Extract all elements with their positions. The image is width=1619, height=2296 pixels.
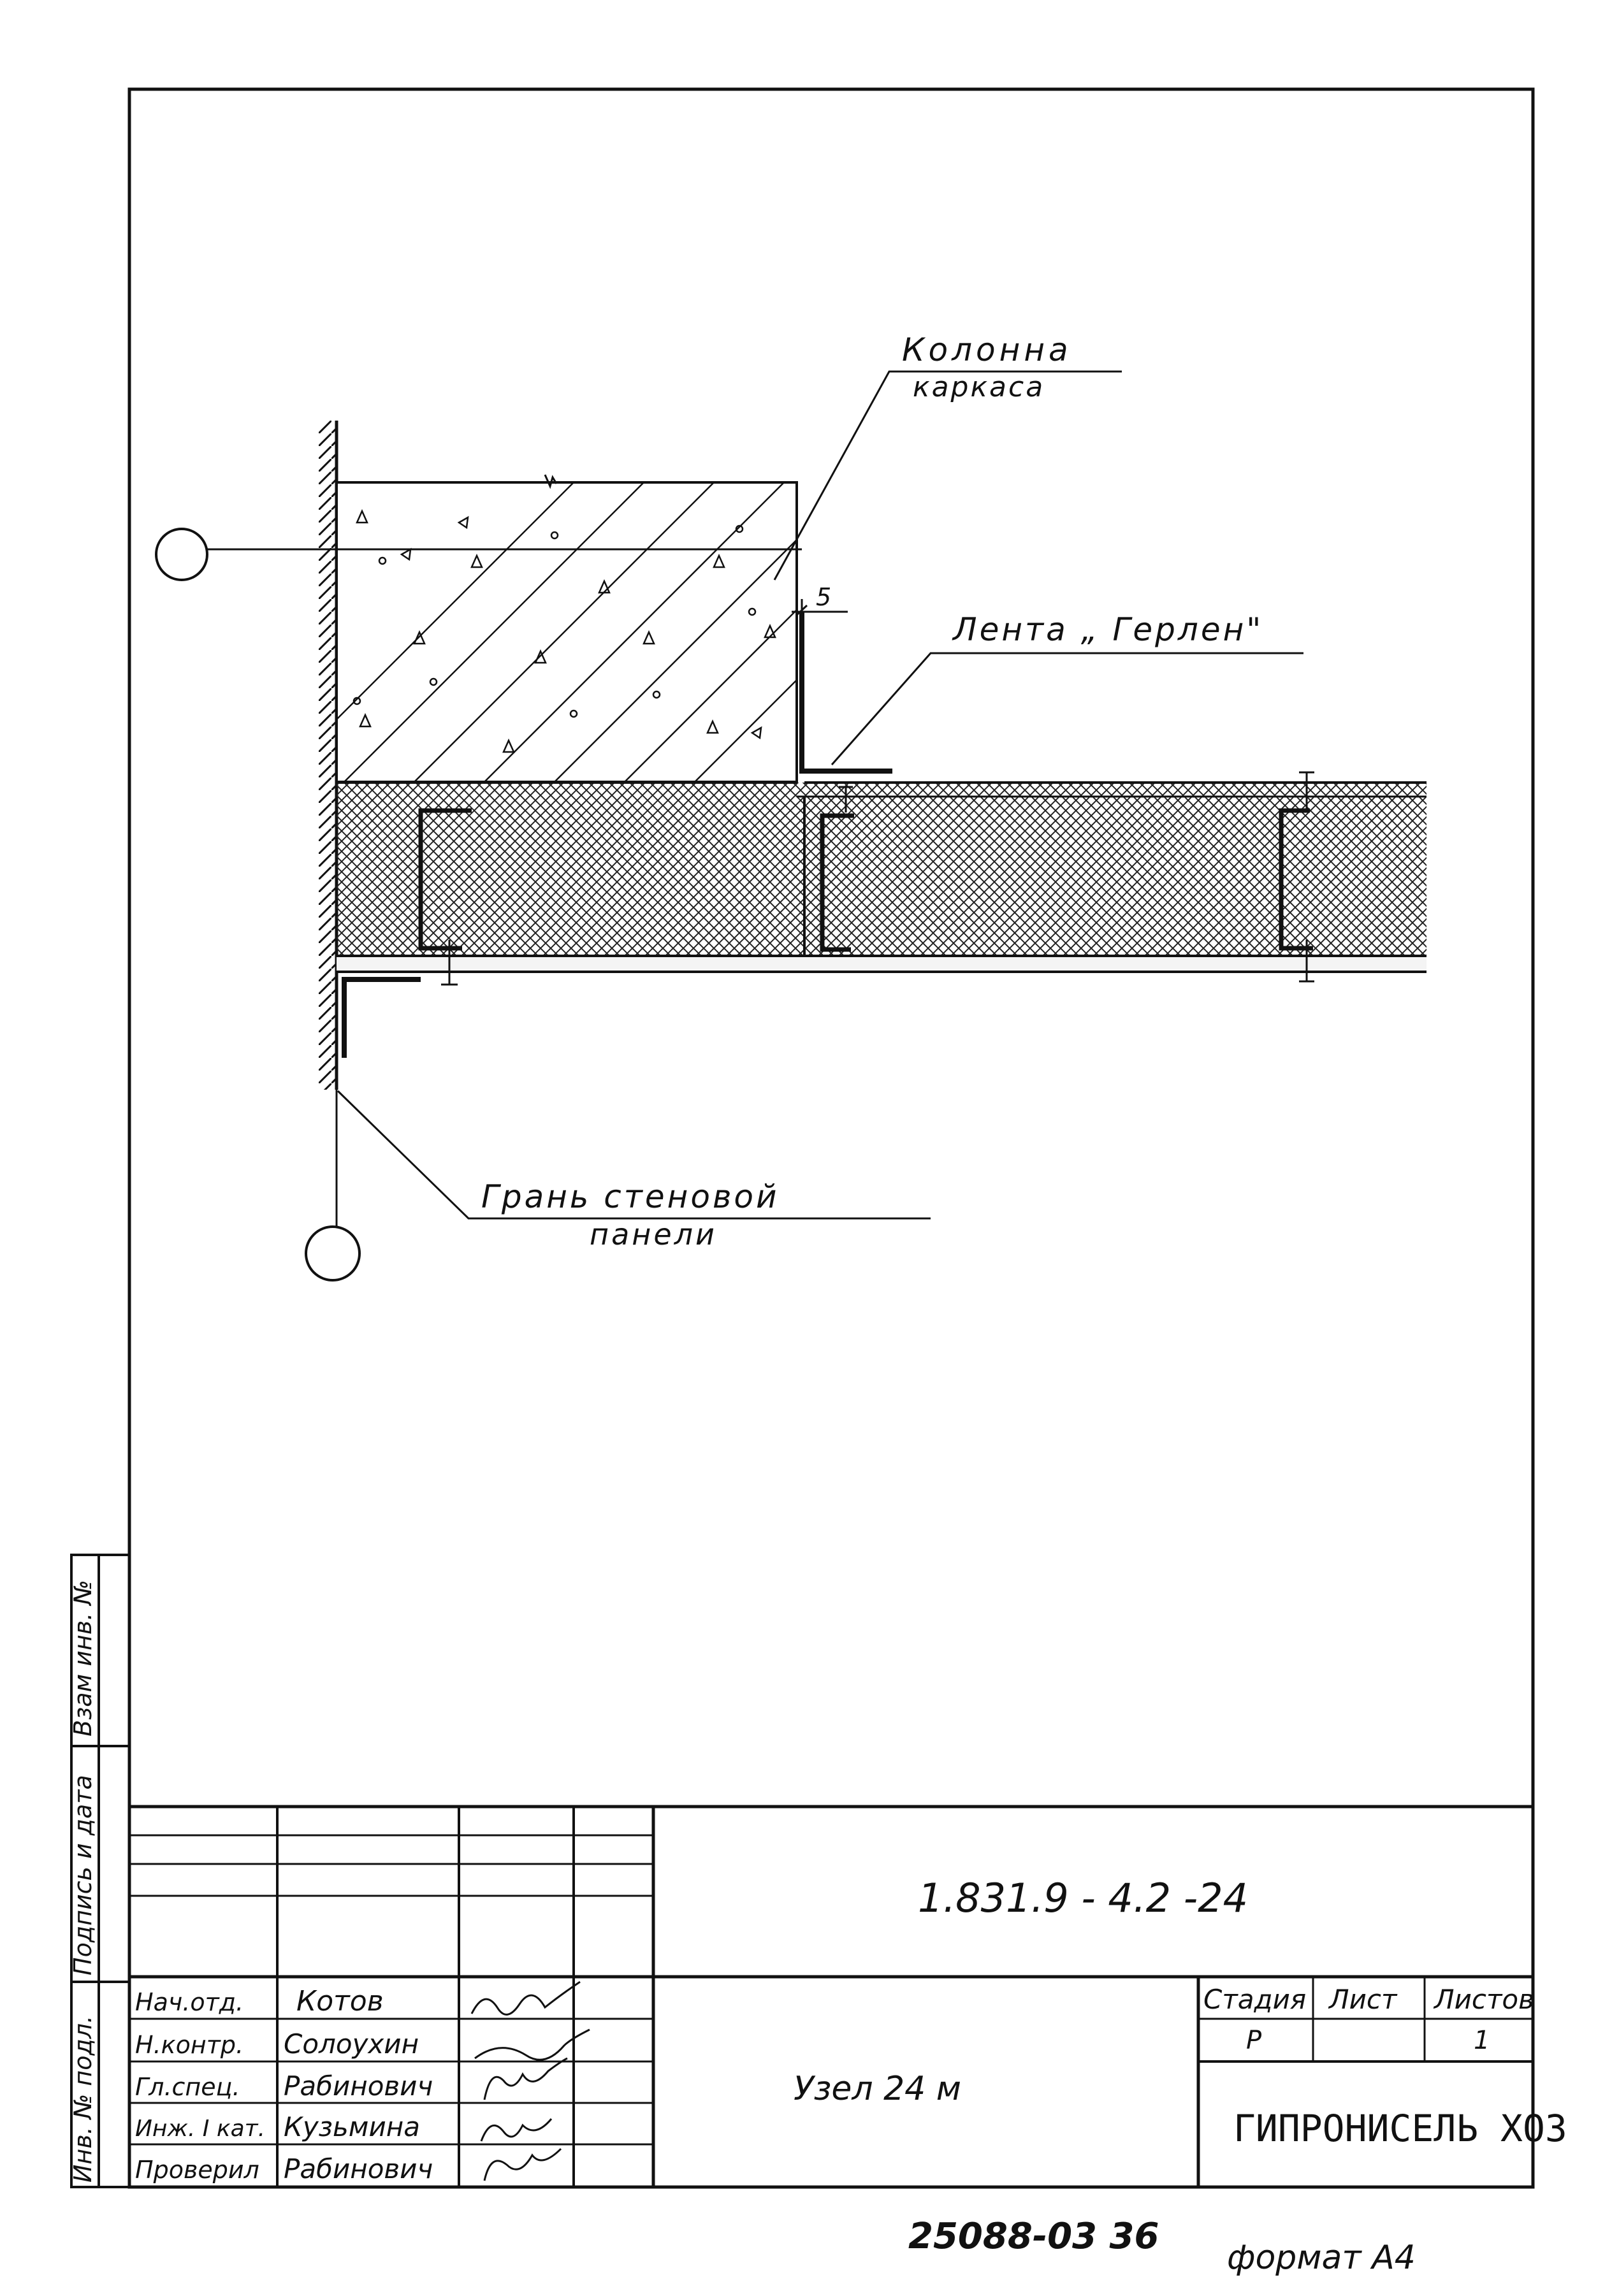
role-label: Нач.отд.: [135, 1988, 243, 2016]
insulation-panel: [337, 783, 1427, 955]
person-name: Кузьмина: [284, 2111, 420, 2142]
person-name: Рабинович: [284, 2070, 433, 2102]
c-profile: [418, 808, 1313, 952]
drawing-title: Узел 24 м: [794, 2070, 961, 2108]
role-label: Инж. I кат.: [135, 2116, 265, 2142]
axis-marker-top: [155, 528, 208, 581]
wall-angle: [342, 977, 421, 1058]
panel-edge-label-2: панели: [590, 1217, 717, 1252]
stage-value: Р: [1246, 2026, 1262, 2055]
sheets-header: Листов: [1433, 1984, 1534, 2015]
concrete-column: [335, 474, 798, 783]
wall-hatching: [319, 421, 337, 1090]
detail-drawing: 5 Колонна каркаса Лента „ Герлен" Грань …: [155, 331, 1427, 1282]
person-name: Котов: [296, 1985, 384, 2018]
stamp-inv-orig: Инв. № подл.: [69, 2016, 97, 2183]
tape-label: Лента „ Герлен": [952, 611, 1263, 648]
role-label: Проверил: [135, 2156, 259, 2184]
side-stamp: Взам инв. № Подпись и дата Инв. № подл.: [69, 1554, 131, 2188]
document-designation: 1.831.9 - 4.2 -24: [918, 1875, 1248, 1921]
signatures: [470, 1981, 590, 2181]
gerlen-tape: [799, 612, 892, 774]
drawing-frame: [127, 87, 1535, 2189]
person-name: Рабинович: [284, 2153, 433, 2184]
column-label-2: каркаса: [913, 371, 1045, 403]
role-label: Гл.спец.: [135, 2073, 240, 2101]
dimension-label: 5: [816, 583, 831, 611]
role-label: Н.контр.: [135, 2031, 243, 2059]
column-label-1: Колонна: [902, 331, 1072, 368]
stamp-inv-replace: Взам инв. №: [69, 1580, 97, 1736]
stage-header: Стадия: [1203, 1984, 1306, 2015]
panel-edge-label-1: Грань стеновой: [481, 1178, 780, 1215]
title-block: [129, 1805, 1533, 2187]
sheets-value: 1: [1474, 2026, 1490, 2055]
person-name: Солоухин: [284, 2028, 419, 2060]
axis-marker-bottom: [305, 1225, 361, 1282]
organization-name: ГИПРОНИСЕЛЬ ХОЗ: [1233, 2107, 1567, 2150]
format-label: формат А4: [1227, 2239, 1416, 2277]
sheet-header: Лист: [1328, 1984, 1398, 2015]
stamp-sign-date: Подпись и дата: [69, 1775, 97, 1975]
footer-code: 25088-03 36: [908, 2216, 1159, 2257]
